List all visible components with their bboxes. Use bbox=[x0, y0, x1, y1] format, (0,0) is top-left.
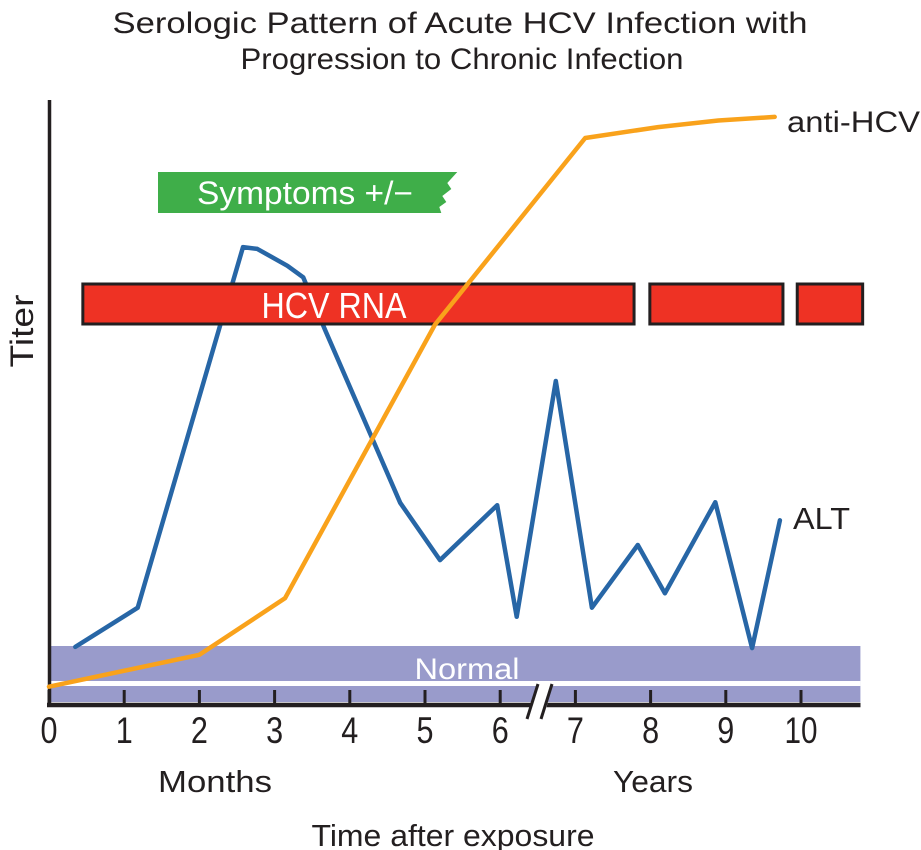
hcv-rna-bar-label: HCV RNA bbox=[262, 285, 407, 326]
chart-title-line2: Progression to Chronic Infection bbox=[241, 43, 684, 76]
alt-line bbox=[73, 244, 783, 651]
x-axis-years-label: Years bbox=[613, 764, 693, 799]
hcv-rna-bar bbox=[81, 282, 636, 326]
hcv-rna-bar bbox=[795, 282, 865, 326]
axis-break-slash bbox=[539, 683, 554, 720]
x-tick-label: 4 bbox=[341, 710, 358, 751]
x-tick-label: 7 bbox=[567, 710, 584, 751]
alt-series-label: ALT bbox=[793, 501, 850, 536]
symptoms-banner-label: Symptoms +/− bbox=[197, 175, 413, 211]
symptoms-banner-group bbox=[158, 172, 458, 213]
anti-hcv-line-group bbox=[46, 114, 777, 689]
x-tick-label: 3 bbox=[266, 710, 283, 751]
hcv-rna-bar bbox=[648, 282, 785, 326]
x-tick-label: 10 bbox=[785, 710, 818, 751]
normal-band-divider bbox=[49, 681, 861, 686]
axis-break-group bbox=[525, 682, 554, 721]
axis-break-slash bbox=[525, 683, 540, 720]
x-tick-label: 0 bbox=[41, 710, 58, 751]
x-axis-title: Time after exposure bbox=[312, 818, 595, 850]
axis-break-gap bbox=[528, 682, 553, 721]
x-axis-months-label: Months bbox=[158, 764, 272, 799]
x-tick-label: 1 bbox=[116, 710, 133, 751]
alt-line-group bbox=[73, 244, 783, 651]
normal-band-label: Normal bbox=[415, 653, 520, 686]
labels-group: Serologic Pattern of Acute HCV Infection… bbox=[4, 7, 920, 850]
normal-band-group bbox=[49, 646, 861, 702]
x-tick-label: 5 bbox=[417, 710, 434, 751]
y-axis-label: Titer bbox=[4, 294, 40, 367]
anti-hcv-series-label: anti-HCV bbox=[787, 106, 920, 139]
x-tick-label: 6 bbox=[492, 710, 509, 751]
symptoms-banner bbox=[158, 172, 458, 213]
x-tick-label: 9 bbox=[717, 710, 734, 751]
anti-hcv-line bbox=[46, 114, 777, 689]
hcv-rna-bars-group bbox=[81, 282, 865, 326]
x-tick-label: 8 bbox=[642, 710, 659, 751]
chart-title-line1: Serologic Pattern of Acute HCV Infection… bbox=[113, 7, 808, 40]
x-tick-label: 2 bbox=[191, 710, 208, 751]
axis-group: 0 1 2 3 4 5 6 7 8 9 10 bbox=[41, 100, 861, 751]
